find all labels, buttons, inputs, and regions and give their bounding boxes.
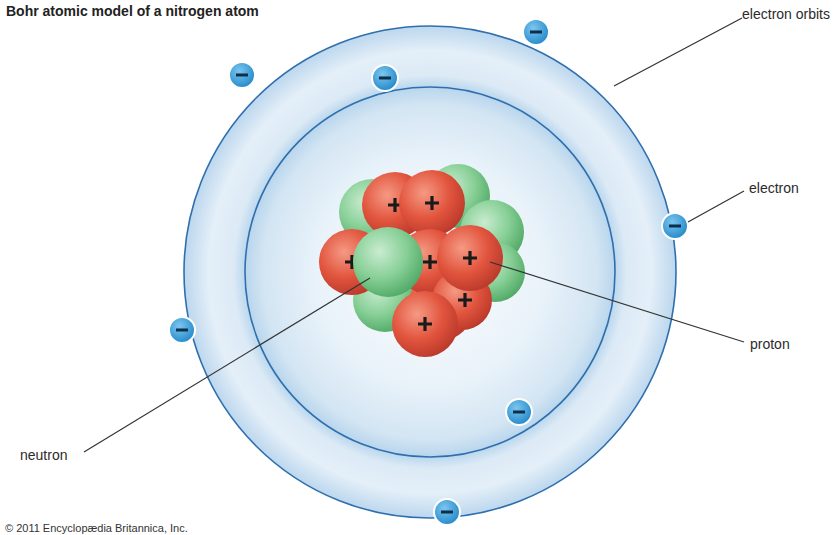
inner-orbit [245,87,615,457]
part-label: electron [749,180,799,196]
electrons [169,19,688,525]
part-label: neutron [20,447,67,463]
nucleus [319,164,525,357]
outer-orbit [184,26,676,518]
leader-lines [84,18,744,452]
diagram-title: Bohr atomic model of a nitrogen atom [6,3,259,19]
part-label: electron orbits [742,6,830,22]
copyright-note: © 2011 Encyclopædia Britannica, Inc. [5,520,188,535]
part-label: proton [750,336,790,352]
